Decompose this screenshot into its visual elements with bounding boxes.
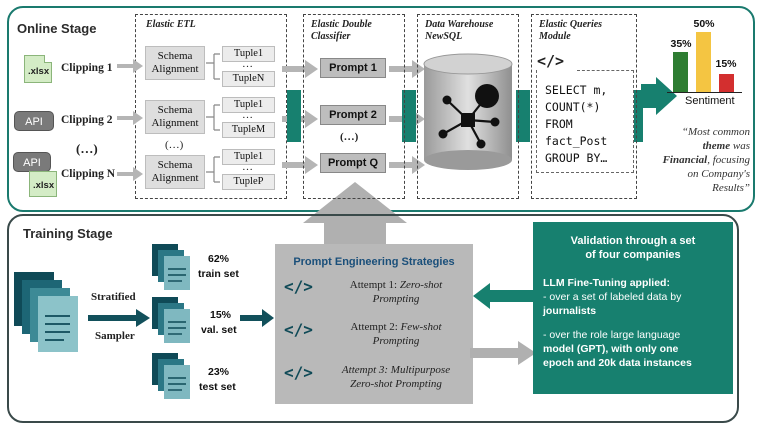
tuple-dots-1: … <box>242 58 253 70</box>
pes-code-icon-3: </> <box>284 363 313 382</box>
prompt-engineering-box <box>275 244 473 404</box>
arrow-val-to-pes <box>240 309 274 327</box>
prompt-q-box: Prompt Q <box>320 153 386 173</box>
sentiment-label: Sentiment <box>685 95 735 107</box>
queries-title: Elastic Queries Module <box>539 19 603 42</box>
validation-details: LLM Fine-Tuning applied: - over a set of… <box>543 277 692 369</box>
teal-connector-classifier <box>402 90 416 142</box>
val-set-stack-icon <box>152 297 190 343</box>
arrow-sampler <box>88 309 150 327</box>
test-set-pct: 23% <box>208 366 230 378</box>
val-set-name: val. set <box>201 324 237 336</box>
sentiment-pct-1: 35% <box>670 38 692 50</box>
sampler-label-bottom: Sampler <box>95 330 135 342</box>
source-label-clipping-1: Clipping 1 <box>61 62 113 74</box>
schema-alignment-box-1: Schema Alignment <box>145 46 205 80</box>
sentiment-bar-negative <box>719 74 734 92</box>
tuple-end-2: TupleM <box>222 122 275 138</box>
queries-module <box>531 14 637 199</box>
pes-code-icon-1: </> <box>284 277 313 296</box>
sql-code: SELECT m, COUNT(*) FROM fact_Post GROUP … <box>545 83 608 165</box>
etl-ellipsis: (…) <box>165 139 184 151</box>
data-warehouse-title: Data Warehouse NewSQL <box>425 19 494 42</box>
schema-alignment-box-2: Schema Alignment <box>145 100 205 134</box>
sql-box-top <box>577 70 634 71</box>
sentiment-axis <box>667 92 742 93</box>
arrow-cls-1 <box>389 60 425 78</box>
arrow-etl-3 <box>282 156 318 174</box>
arrow-etl-1 <box>282 60 318 78</box>
pes-title: Prompt Engineering Strategies <box>293 256 455 268</box>
xlsx-file-icon-n: .xlsx <box>29 171 57 197</box>
bracket-3 <box>206 156 220 183</box>
tuple-start-1: Tuple1 <box>222 46 275 62</box>
database-icon <box>423 53 513 170</box>
training-stage-frame <box>7 214 739 423</box>
tuple-start-2: Tuple1 <box>222 97 275 113</box>
arrow-cls-3 <box>389 156 425 174</box>
bracket-2 <box>206 104 220 131</box>
sources-ellipsis: (…) <box>76 141 98 156</box>
sampler-label-top: Stratified <box>91 291 136 303</box>
tuple-start-3: Tuple1 <box>222 149 275 165</box>
validation-box <box>533 222 733 394</box>
bracket-1 <box>206 53 220 80</box>
tuple-dots-2: … <box>242 109 253 121</box>
train-set-stack-icon <box>152 244 190 290</box>
tuple-end-1: TupleN <box>222 71 275 87</box>
data-warehouse-module <box>417 14 519 199</box>
schema-alignment-box-3: Schema Alignment <box>145 155 205 189</box>
sql-box <box>536 70 634 173</box>
prompt-1-box: Prompt 1 <box>320 58 386 78</box>
validation-title: Validation through a set of four compani… <box>570 235 696 261</box>
api-badge-n: API <box>13 152 51 172</box>
elastic-etl-title: Elastic ETL <box>146 19 196 30</box>
source-label-clipping-n: Clipping N <box>61 168 116 180</box>
xlsx-file-icon: .xlsx <box>24 55 52 83</box>
online-stage-title: Online Stage <box>17 21 97 36</box>
train-set-pct: 62% <box>208 253 230 265</box>
teal-connector-queries <box>634 90 643 142</box>
arrow-validation-to-pes <box>473 283 536 309</box>
tuple-end-3: TupleP <box>222 174 275 190</box>
sentiment-pct-3: 15% <box>715 58 737 70</box>
double-classifier-title: Elastic Double Classifier <box>311 19 372 42</box>
sentiment-pct-2: 50% <box>693 18 715 30</box>
dataset-stack-icon <box>14 272 78 352</box>
teal-connector-etl <box>287 90 301 142</box>
source-label-clipping-2: Clipping 2 <box>61 114 113 126</box>
teal-connector-warehouse <box>516 90 530 142</box>
training-stage-title: Training Stage <box>23 226 113 241</box>
elastic-etl-module <box>135 14 287 199</box>
arrow-to-sentiment <box>641 77 677 115</box>
double-classifier-module <box>303 14 405 199</box>
sentiment-bar-positive <box>673 52 688 92</box>
arrow-pes-to-validation <box>470 341 536 365</box>
test-set-stack-icon <box>152 353 190 399</box>
arrow-source-n <box>117 167 143 181</box>
val-set-pct: 15% <box>210 309 232 321</box>
insight-quote: “Most common theme was Financial, focusi… <box>662 126 750 194</box>
test-set-name: test set <box>199 381 236 393</box>
tuple-dots-3: … <box>242 161 253 173</box>
prompts-ellipsis: (…) <box>340 131 359 143</box>
api-badge: API <box>14 111 54 131</box>
code-icon: </> <box>537 52 565 70</box>
sentiment-bar-neutral <box>696 32 711 92</box>
arrow-source-1 <box>117 59 143 73</box>
arrow-source-2 <box>117 111 143 125</box>
train-set-name: train set <box>198 268 239 280</box>
prompt-2-box: Prompt 2 <box>320 105 386 125</box>
pes-code-icon-2: </> <box>284 320 313 339</box>
